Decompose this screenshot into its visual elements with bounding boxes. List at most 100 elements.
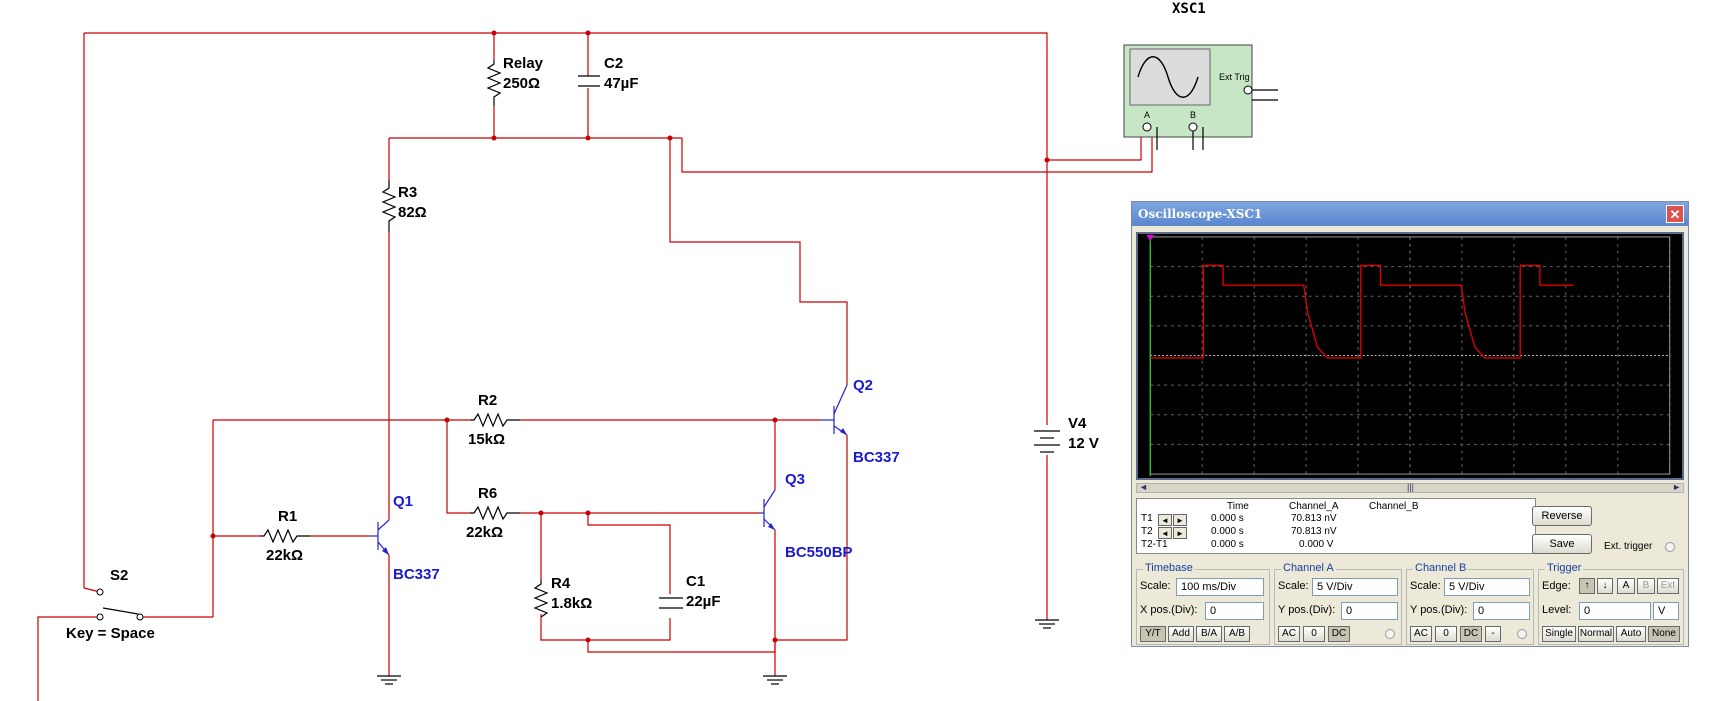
close-button[interactable]: ✕ (1666, 205, 1684, 223)
trigger-source-a-button[interactable]: A (1617, 578, 1635, 594)
channel-b-invert-button[interactable]: - (1485, 626, 1501, 642)
trigger-group: Trigger Edge: ↑ ↓ A B Ext Level: 0 V Sin… (1538, 562, 1684, 645)
falling-edge-icon[interactable]: ↓ (1597, 578, 1613, 594)
scroll-thumb-icon[interactable]: ||| (1407, 482, 1415, 492)
q1-transistor[interactable]: Q1 BC337 (370, 493, 440, 583)
r1-value-label: 22kΩ (266, 547, 303, 564)
r1-resistor[interactable]: R1 22kΩ (260, 508, 310, 564)
r6-name-label: R6 (478, 485, 497, 502)
trigger-level-field[interactable]: 0 (1579, 602, 1651, 620)
ba-mode-button[interactable]: B/A (1196, 626, 1222, 642)
add-mode-button[interactable]: Add (1168, 626, 1194, 642)
r4-resistor[interactable]: R4 1.8kΩ (533, 575, 592, 618)
channel-b-terminal[interactable] (1517, 629, 1527, 639)
channel-a-scale-field[interactable]: 5 V/Div (1312, 578, 1398, 596)
relay-resistor[interactable]: Relay 250Ω (486, 55, 544, 106)
xsc1-instrument-icon[interactable]: XSC1 Ext Trig A B (1123, 1, 1278, 150)
auto-trigger-button[interactable]: Auto (1616, 626, 1646, 642)
channel-a-ac-button[interactable]: AC (1278, 626, 1300, 642)
timebase-scale-field[interactable]: 100 ms/Div (1176, 578, 1264, 596)
rising-edge-icon[interactable]: ↑ (1579, 578, 1595, 594)
display-scrollbar[interactable]: ◄ ||| ► (1136, 482, 1684, 493)
timebase-group: Timebase Scale: 100 ms/Div X pos.(Div): … (1136, 562, 1270, 645)
r3-value-label: 82Ω (398, 204, 427, 221)
oscilloscope-titlebar[interactable]: Oscilloscope-XSC1 ✕ (1132, 202, 1688, 226)
t2-left-arrow-button[interactable]: ◄ (1158, 527, 1172, 539)
channel-b-scale-label: Scale: (1410, 580, 1441, 592)
r6-resistor[interactable]: R6 22kΩ (466, 485, 520, 541)
q2-transistor[interactable]: Q2 BC337 (820, 377, 900, 466)
trigger-edge-label: Edge: (1542, 580, 1571, 592)
oscilloscope-display[interactable] (1136, 232, 1684, 480)
channel-b-ypos-field[interactable]: 0 (1473, 602, 1530, 620)
channel-b-ypos-label: Y pos.(Div): (1410, 604, 1468, 616)
close-icon: ✕ (1669, 207, 1681, 222)
channel-a-terminal-label: A (1144, 110, 1150, 120)
channel-a-trace (1150, 264, 1574, 359)
c2-value-label: 47µF (604, 75, 639, 92)
scroll-right-icon[interactable]: ► (1672, 482, 1681, 492)
junction-dots (210, 30, 1050, 643)
timebase-scale-label: Scale: (1140, 580, 1171, 592)
c1-capacitor[interactable]: C1 22µF (659, 573, 721, 610)
channel-a-scale-label: Scale: (1278, 580, 1309, 592)
t2-right-arrow-button[interactable]: ► (1173, 527, 1187, 539)
ab-mode-button[interactable]: A/B (1224, 626, 1250, 642)
wires (37, 32, 1153, 701)
channel-a-terminal[interactable] (1385, 629, 1395, 639)
v4-battery[interactable]: V4 12 V (1034, 415, 1099, 455)
channel-b-scale-field[interactable]: 5 V/Div (1444, 578, 1530, 596)
timebase-xpos-label: X pos.(Div): (1140, 604, 1198, 616)
yt-mode-button[interactable]: Y/T (1140, 626, 1166, 642)
none-trigger-button[interactable]: None (1648, 626, 1680, 642)
display-grid (1149, 236, 1671, 475)
channel-a-zero-button[interactable]: 0 (1303, 626, 1325, 642)
c1-value-label: 22µF (686, 593, 721, 610)
trigger-level-unit[interactable]: V (1653, 602, 1679, 620)
trigger-source-b-button[interactable]: B (1637, 578, 1655, 594)
trigger-level-label: Level: (1542, 604, 1572, 616)
save-button[interactable]: Save (1532, 534, 1592, 554)
ground-symbols (377, 619, 1059, 685)
timebase-xpos-field[interactable]: 0 (1205, 602, 1264, 620)
cursor-t1-marker[interactable] (1146, 234, 1155, 241)
v4-name-label: V4 (1068, 415, 1087, 432)
s2-key-label: Key = Space (66, 625, 155, 642)
readout-time: 0.000 s (1211, 513, 1244, 524)
r2-resistor[interactable]: R2 15kΩ (468, 392, 520, 448)
r3-name-label: R3 (398, 184, 417, 201)
q3-model-label: BC550BP (785, 544, 853, 561)
readout-channel-a: 70.813 nV (1291, 526, 1337, 537)
q3-transistor[interactable]: Q3 BC550BP (760, 471, 853, 561)
readout-channel-a: 0.000 V (1299, 539, 1334, 550)
t1-right-arrow-button[interactable]: ► (1173, 514, 1187, 526)
ground-icon (377, 675, 401, 685)
channel-b-terminal-label: B (1190, 110, 1196, 120)
channel-b-dc-button[interactable]: DC (1460, 626, 1482, 642)
t1-left-arrow-button[interactable]: ◄ (1158, 514, 1172, 526)
readout-time: 0.000 s (1211, 526, 1244, 537)
readout-time: 0.000 s (1211, 539, 1244, 550)
channel-a-ypos-field[interactable]: 0 (1341, 602, 1398, 620)
r3-resistor[interactable]: R3 82Ω (381, 180, 427, 232)
channel-b-zero-button[interactable]: 0 (1435, 626, 1457, 642)
channel-a-dc-button[interactable]: DC (1328, 626, 1350, 642)
c2-capacitor[interactable]: C2 47µF (578, 55, 639, 92)
channel-b-group: Channel B Scale: 5 V/Div Y pos.(Div): 0 … (1406, 562, 1534, 645)
oscilloscope-window[interactable]: Oscilloscope-XSC1 ✕ ◄ ||| ► Time Channel… (1131, 201, 1689, 647)
readout-row-t2-t1: T2-T1 0.000 s 0.000 V (1137, 539, 1535, 553)
single-trigger-button[interactable]: Single (1542, 626, 1576, 642)
channel-b-ac-button[interactable]: AC (1410, 626, 1432, 642)
normal-trigger-button[interactable]: Normal (1578, 626, 1614, 642)
r4-name-label: R4 (551, 575, 571, 592)
s2-switch[interactable]: S2 Key = Space (66, 567, 155, 642)
scroll-left-icon[interactable]: ◄ (1139, 482, 1148, 492)
cursor-readout-table: Time Channel_A Channel_B T1 ◄ ► 0.000 s … (1136, 498, 1536, 554)
ext-trigger-terminal[interactable] (1665, 542, 1675, 552)
ext-trigger-label: Ext. trigger (1604, 541, 1653, 552)
trigger-source-ext-button[interactable]: Ext (1657, 578, 1679, 594)
c1-name-label: C1 (686, 573, 705, 590)
relay-value-label: 250Ω (503, 75, 540, 92)
reverse-button[interactable]: Reverse (1532, 506, 1592, 526)
